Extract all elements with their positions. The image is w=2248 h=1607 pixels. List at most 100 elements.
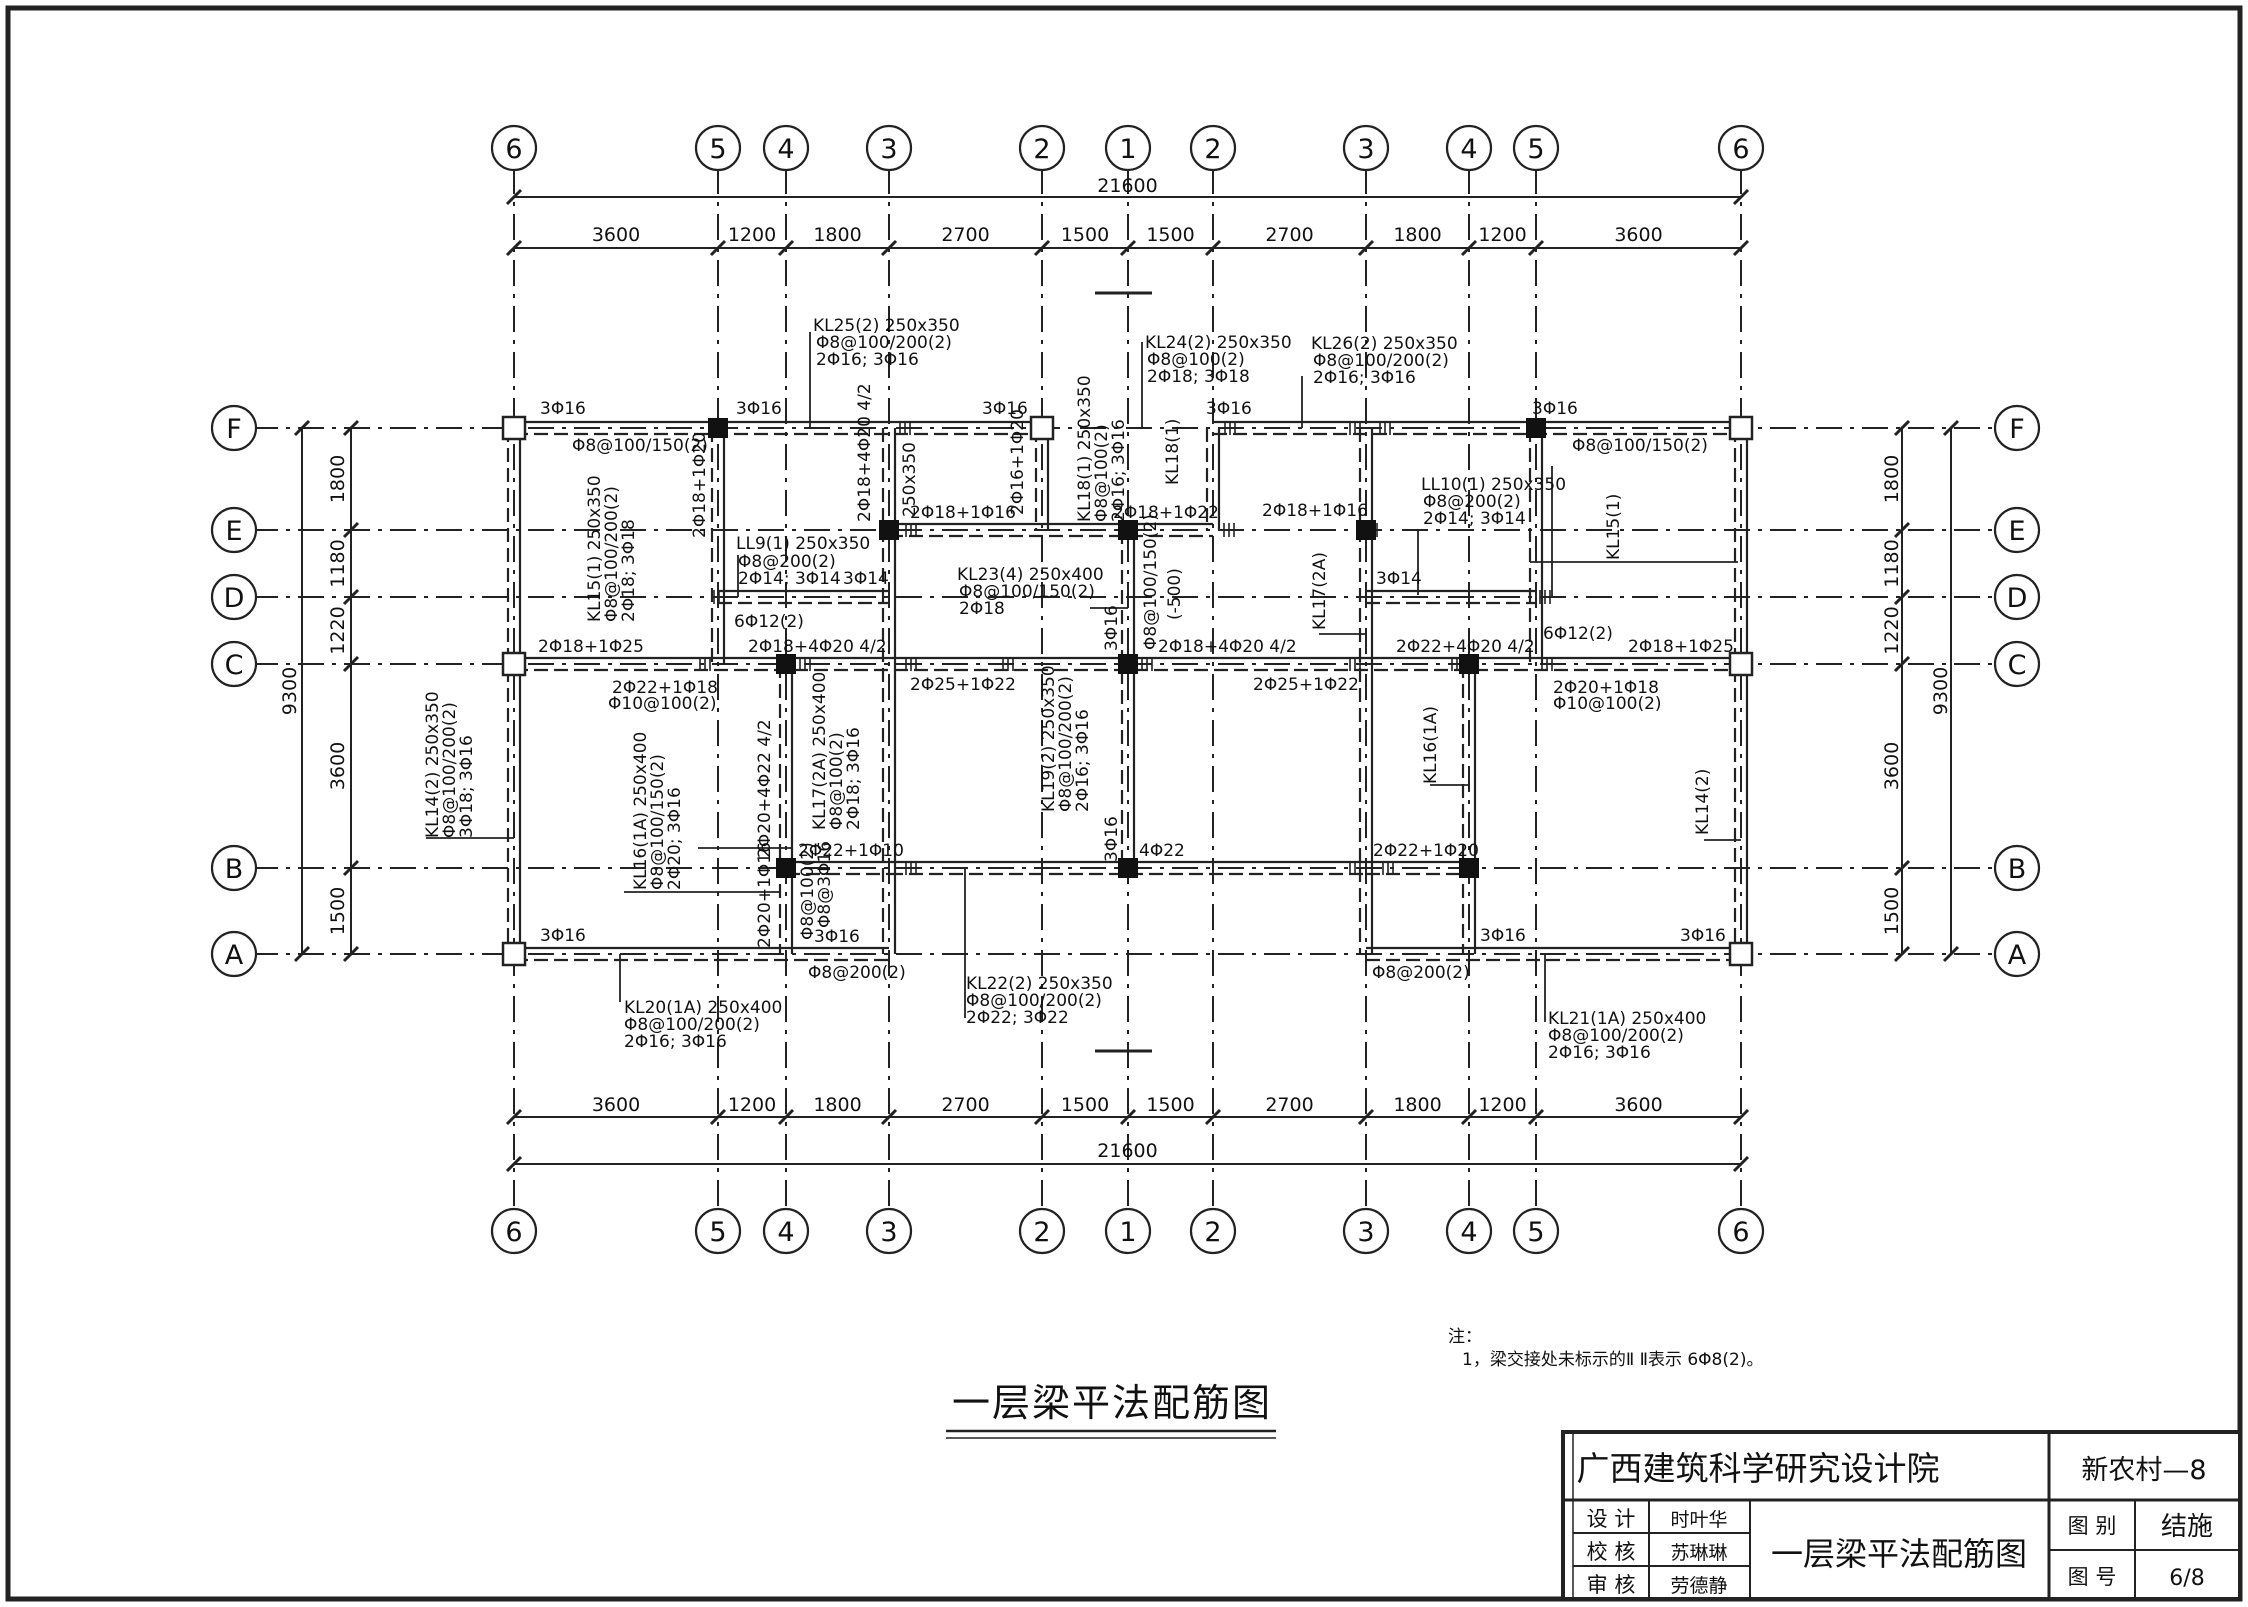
axis-label-bottom: 4: [1460, 1217, 1477, 1248]
top-dim-text: 1500: [1146, 224, 1194, 246]
top-tick-7: [1357, 239, 1375, 257]
bottom-dim-text: 1500: [1061, 1094, 1109, 1116]
annotation-c-13: 2Φ25+1Φ22: [1253, 675, 1359, 695]
axis-label-top: 3: [1357, 134, 1374, 165]
annotation-e-2: 2Φ18+1Φ22: [1113, 503, 1219, 523]
drawing-title: 一层梁平法配筋图: [952, 1381, 1272, 1425]
bottom-tick-4: [1033, 1108, 1051, 1126]
axis-label-top: 4: [777, 134, 794, 165]
annotation-v-kl16b: Φ8@100/150(2): [648, 754, 668, 890]
top-dim-text: 1500: [1061, 224, 1109, 246]
right-tick-3: [1893, 655, 1911, 673]
bottom-tick-10: [1732, 1108, 1750, 1126]
bottom-total-text: 21600: [1097, 1140, 1157, 1162]
bottom-tick-9: [1527, 1108, 1545, 1126]
annotation-v-kl15c: 2Φ18; 3Φ18: [619, 519, 639, 622]
axis-bubble-bottom: [1512, 1207, 1560, 1255]
left-dim-text: 1500: [327, 887, 349, 935]
annotation-ll9-b: Φ8@200(2): [738, 552, 836, 572]
axis-bubble-bottom: [490, 1207, 538, 1255]
axis-label-bottom: 3: [880, 1217, 897, 1248]
top-dim-text: 1800: [1393, 224, 1441, 246]
annotation-v-kl17c: 2Φ18; 3Φ16: [844, 727, 864, 830]
bottom-tick-1: [709, 1108, 727, 1126]
top-dim-text: 1200: [728, 224, 776, 246]
annotation-kl21-a: KL21(1A) 250x400: [1548, 1009, 1706, 1029]
annotation-ll10-b: Φ8@200(2): [1423, 492, 1521, 512]
annotation-c-2: 2Φ18+4Φ20 4/2: [748, 637, 887, 657]
annotation-a-5: Φ8@200(2): [808, 963, 906, 983]
axis-label-left: E: [225, 516, 242, 547]
left-dim-text: 1220: [327, 606, 349, 654]
annotation-kl22-b: Φ8@100/200(2): [966, 991, 1102, 1011]
annotation-v-kl18b: Φ8@100(2): [1092, 424, 1112, 522]
annotation-v-kl19a: KL19(2) 250x350: [1039, 665, 1059, 812]
column: [708, 418, 728, 438]
axis-bubble-top: [762, 124, 810, 172]
axis-label-left: D: [224, 583, 245, 614]
annotation-kl23-a: KL23(4) 250x400: [957, 565, 1104, 585]
bottom-dim-text: 1800: [1393, 1094, 1441, 1116]
left-tick-5: [342, 945, 360, 963]
annotation-b-2: 4Φ22: [1139, 841, 1185, 861]
column: [879, 520, 899, 540]
bottom-dim-text: 1200: [728, 1094, 776, 1116]
column: [1526, 418, 1546, 438]
bottom-dim-text: 2700: [1265, 1094, 1313, 1116]
axis-bubble-top: [1445, 124, 1493, 172]
axis-bubble-right: [1993, 506, 2041, 554]
top-tick-5: [1119, 239, 1137, 257]
annotation-a-6: Φ8@200(2): [1372, 963, 1470, 983]
bottom-tick-5: [1119, 1108, 1137, 1126]
annotation-v-3b: 3Φ16: [1102, 816, 1122, 862]
column: [776, 858, 796, 878]
axis-bubble-bottom: [1104, 1207, 1152, 1255]
right-dim-text: 3600: [1881, 742, 1903, 790]
bottom-dim-text: 3600: [592, 1094, 640, 1116]
annotation-c-9: Φ10@100(2): [608, 694, 717, 714]
annotation-kl26-b: Φ8@100/200(2): [1313, 351, 1449, 371]
axis-label-top: 2: [1033, 134, 1050, 165]
annotation-kl21-b: Φ8@100/200(2): [1548, 1026, 1684, 1046]
top-dim-text: 3600: [1614, 224, 1662, 246]
annotation-kl20-a: KL20(1A) 250x400: [624, 998, 782, 1018]
annotation-v-kl18r: KL18(1): [1163, 419, 1183, 485]
column: [1356, 520, 1376, 540]
column: [1728, 941, 1754, 967]
axis-bubble-left: [210, 930, 258, 978]
annotation-v-kl17a: KL17(2A) 250x400: [810, 672, 830, 830]
annotation-kl26-c: 2Φ16; 3Φ16: [1313, 368, 1416, 388]
left-dim-text: 1800: [327, 455, 349, 503]
bottom-tick-7: [1357, 1108, 1375, 1126]
top-dim-text: 1200: [1478, 224, 1526, 246]
top-total-tick-0: [505, 188, 523, 206]
annotation-tf-5: 3Φ16: [1532, 399, 1578, 419]
column: [501, 415, 527, 441]
axis-bubble-bottom: [1445, 1207, 1493, 1255]
axis-bubble-top: [1342, 124, 1390, 172]
axis-bubble-bottom: [762, 1207, 810, 1255]
column: [1118, 858, 1138, 878]
annotation-a-4: 3Φ16: [1680, 926, 1726, 946]
right-total-tick-0: [1942, 419, 1960, 437]
annotation-v-kl19c: 2Φ16; 3Φ16: [1073, 709, 1093, 812]
axis-label-right: F: [2009, 414, 2025, 445]
right-tick-4: [1893, 859, 1911, 877]
top-total-text: 21600: [1097, 175, 1157, 197]
annotation-v-kl16c: 2Φ20; 3Φ16: [665, 787, 685, 890]
axis-label-bottom: 6: [1732, 1217, 1749, 1248]
annotation-kl25-a: KL25(2) 250x350: [813, 316, 960, 336]
axis-label-top: 5: [1527, 134, 1544, 165]
role-review: 审 核: [1587, 1573, 1636, 1597]
column: [1459, 654, 1479, 674]
annotation-v-kl14a: KL14(2) 250x350: [423, 691, 443, 838]
name-review: 劳德静: [1670, 1575, 1727, 1597]
axis-label-right: B: [2008, 854, 2027, 885]
number-label: 图 号: [2068, 1565, 2117, 1589]
annotation-e-1: 2Φ18+1Φ16: [910, 503, 1016, 523]
axis-label-bottom: 2: [1033, 1217, 1050, 1248]
top-dim-text: 1800: [813, 224, 861, 246]
axis-bubble-top: [865, 124, 913, 172]
column: [501, 941, 527, 967]
top-dim-text: 2700: [1265, 224, 1313, 246]
